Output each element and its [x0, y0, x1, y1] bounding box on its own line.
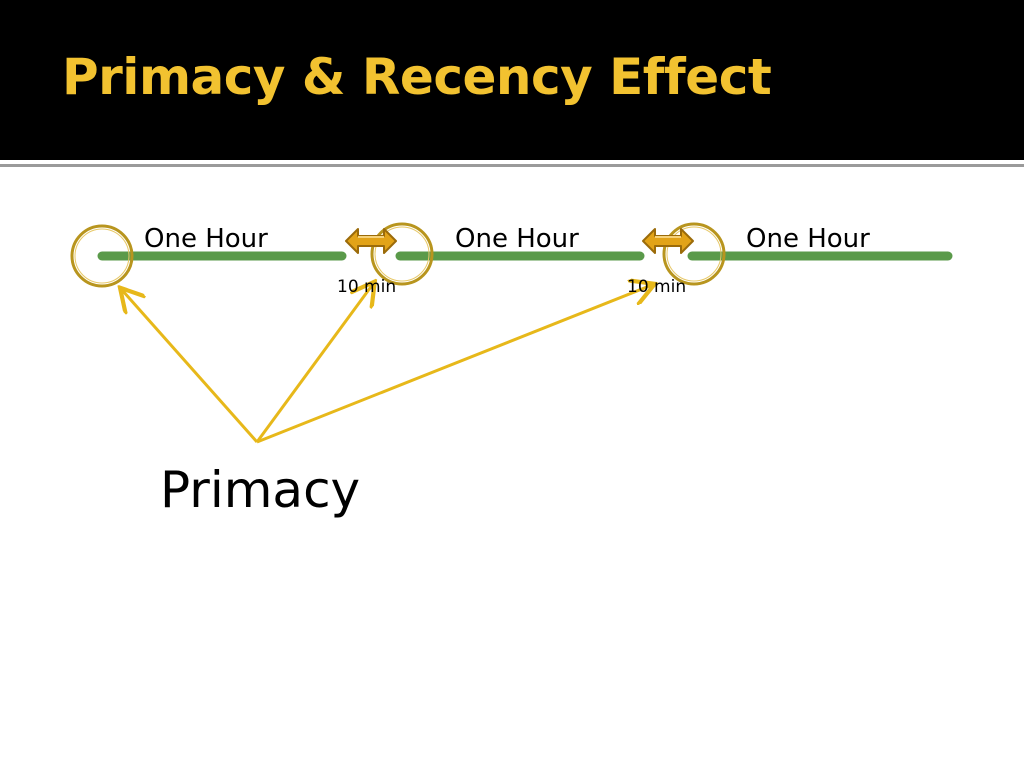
pointer-arrow-icon — [256, 285, 652, 444]
segment-label: One Hour — [746, 224, 870, 254]
pointer-arrow-icon — [255, 284, 373, 443]
primacy-label: Primacy — [160, 461, 361, 519]
double-headed-arrow-icon — [642, 228, 694, 254]
title-divider-shadow — [0, 164, 1024, 167]
slide-title: Primacy & Recency Effect — [62, 48, 772, 106]
double-headed-arrow-icon — [345, 228, 397, 254]
circle-marker-icon — [370, 222, 434, 286]
break-label: 10 min — [337, 277, 397, 297]
break-label: 10 min — [627, 277, 687, 297]
segment-label: One Hour — [144, 224, 268, 254]
title-divider — [0, 160, 1024, 164]
pointer-arrow-icon — [122, 290, 259, 443]
title-bar — [0, 0, 1024, 160]
segment-label: One Hour — [455, 224, 579, 254]
circle-marker-icon — [662, 222, 726, 286]
circle-marker-icon — [70, 224, 134, 288]
